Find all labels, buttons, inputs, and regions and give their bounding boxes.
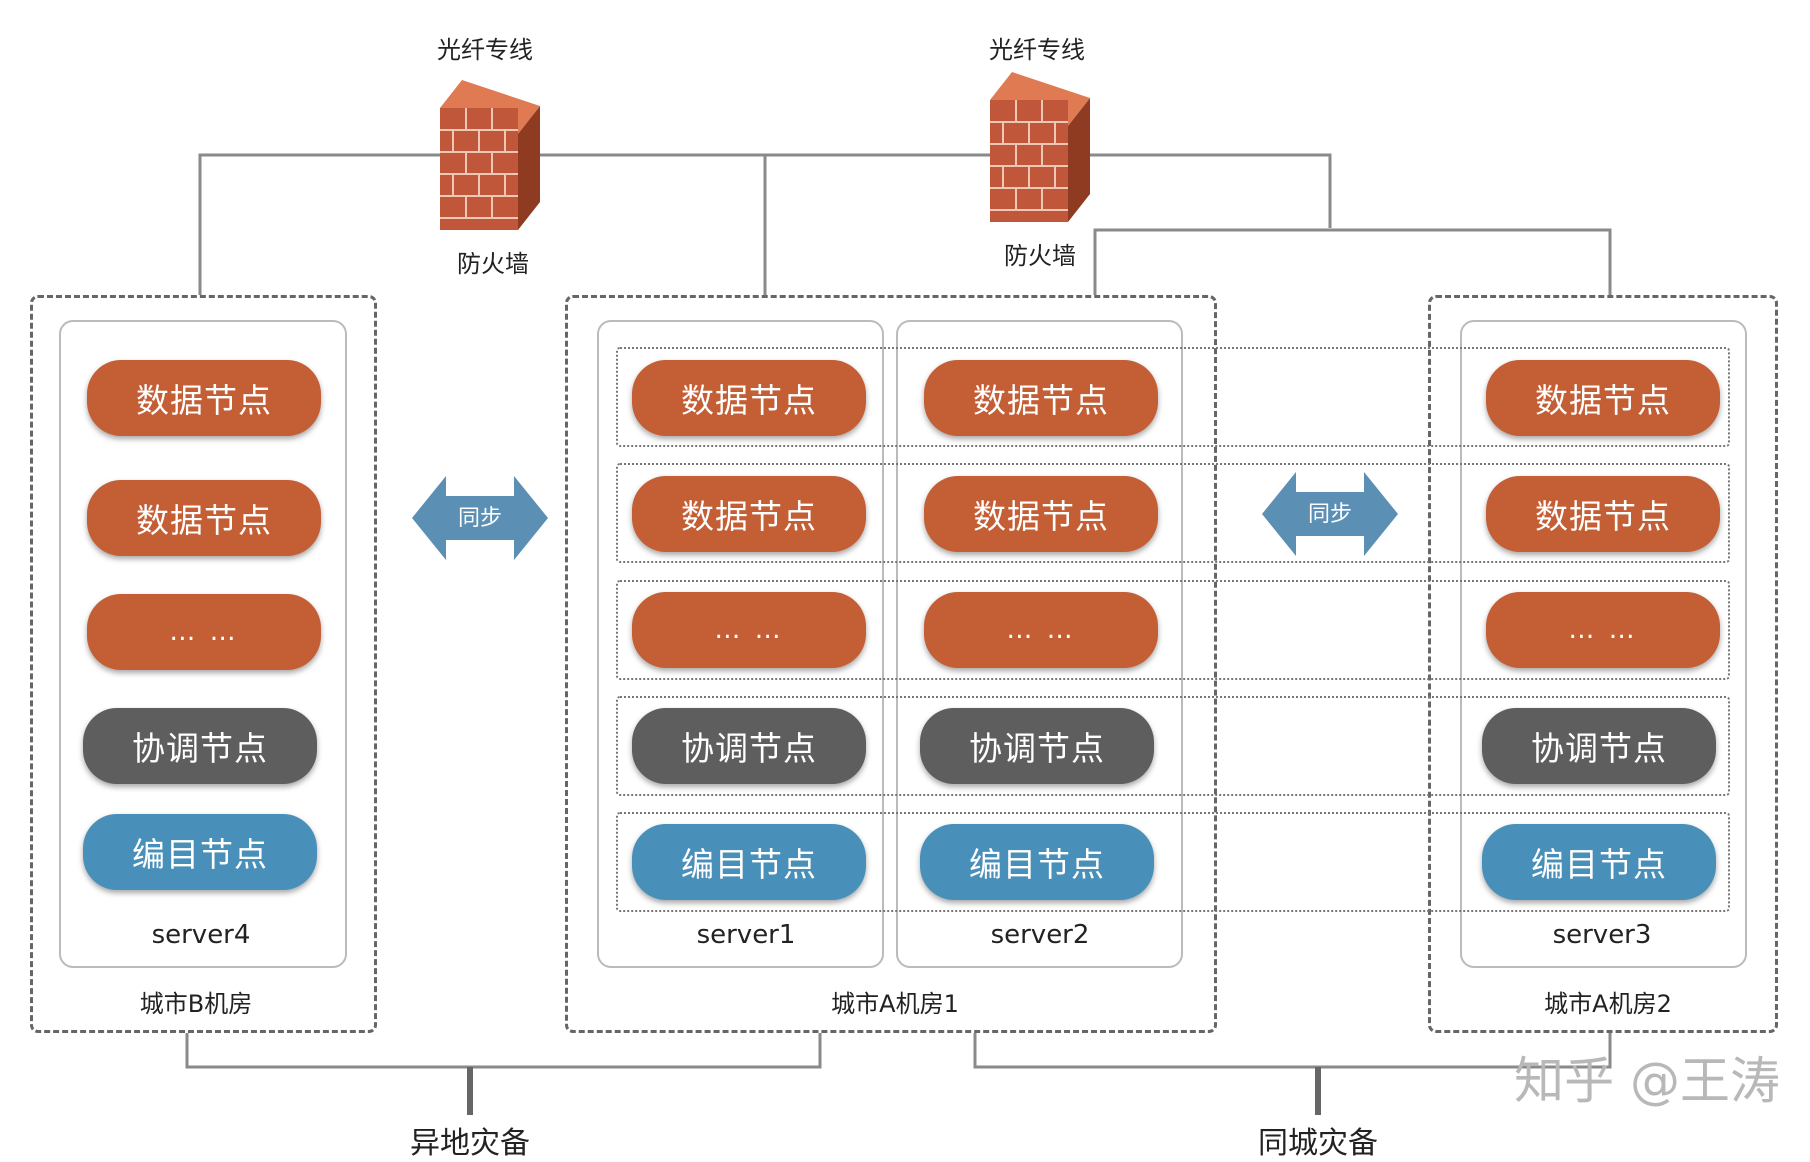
fiber-line-label-left: 光纤专线 — [437, 36, 533, 64]
catalog-node: 编目节点 — [1482, 824, 1716, 900]
datacenter-city-a2 — [1428, 295, 1778, 1033]
data-node: 数据节点 — [87, 480, 321, 556]
data-node: 数据节点 — [924, 476, 1158, 552]
datacenter-city-b — [30, 295, 377, 1033]
coordinator-node: 协调节点 — [632, 708, 866, 784]
row-group-coord — [616, 696, 1730, 796]
more-nodes-ellipsis: … … — [87, 594, 321, 670]
datacenter-city-a1 — [565, 295, 1217, 1033]
coordinator-node: 协调节点 — [83, 708, 317, 784]
catalog-node: 编目节点 — [83, 814, 317, 890]
more-nodes-ellipsis: … … — [632, 592, 866, 668]
sync-arrow-right-icon — [1262, 472, 1398, 556]
fiber-line-label-right: 光纤专线 — [989, 36, 1085, 64]
row-group-ellipsis — [616, 580, 1730, 680]
remote-disaster-recovery-label: 异地灾备 — [410, 1126, 530, 1161]
datacenter-label-city-a1: 城市A机房1 — [831, 990, 959, 1018]
datacenter-label-city-a2: 城市A机房2 — [1544, 990, 1672, 1018]
watermark: 知乎 @王涛 — [1514, 1052, 1780, 1110]
sync-label-left: 同步 — [457, 506, 502, 531]
coordinator-node: 协调节点 — [920, 708, 1154, 784]
data-node: 数据节点 — [87, 360, 321, 436]
datacenter-label-city-b: 城市B机房 — [139, 990, 253, 1018]
server3-label: server3 — [1552, 920, 1652, 950]
row-group-data-1 — [616, 347, 1730, 447]
row-group-data-2 — [616, 463, 1730, 563]
server2-label: server2 — [990, 920, 1090, 950]
server4-label: server4 — [151, 920, 251, 950]
data-node: 数据节点 — [1486, 360, 1720, 436]
server1-label: server1 — [696, 920, 796, 950]
firewall-label-left: 防火墙 — [457, 250, 529, 278]
firewall-right-icon — [990, 72, 1090, 222]
data-node: 数据节点 — [632, 360, 866, 436]
catalog-node: 编目节点 — [632, 824, 866, 900]
more-nodes-ellipsis: … … — [924, 592, 1158, 668]
more-nodes-ellipsis: … … — [1486, 592, 1720, 668]
same-city-disaster-recovery-label: 同城灾备 — [1258, 1126, 1378, 1161]
coordinator-node: 协调节点 — [1482, 708, 1716, 784]
firewall-label-right: 防火墙 — [1004, 242, 1076, 270]
firewall-left-icon — [440, 80, 540, 230]
data-node: 数据节点 — [924, 360, 1158, 436]
data-node: 数据节点 — [632, 476, 866, 552]
row-group-catalog — [616, 812, 1730, 912]
catalog-node: 编目节点 — [920, 824, 1154, 900]
sync-arrow-left-icon — [412, 476, 548, 560]
sync-label-right: 同步 — [1307, 502, 1352, 527]
data-node: 数据节点 — [1486, 476, 1720, 552]
